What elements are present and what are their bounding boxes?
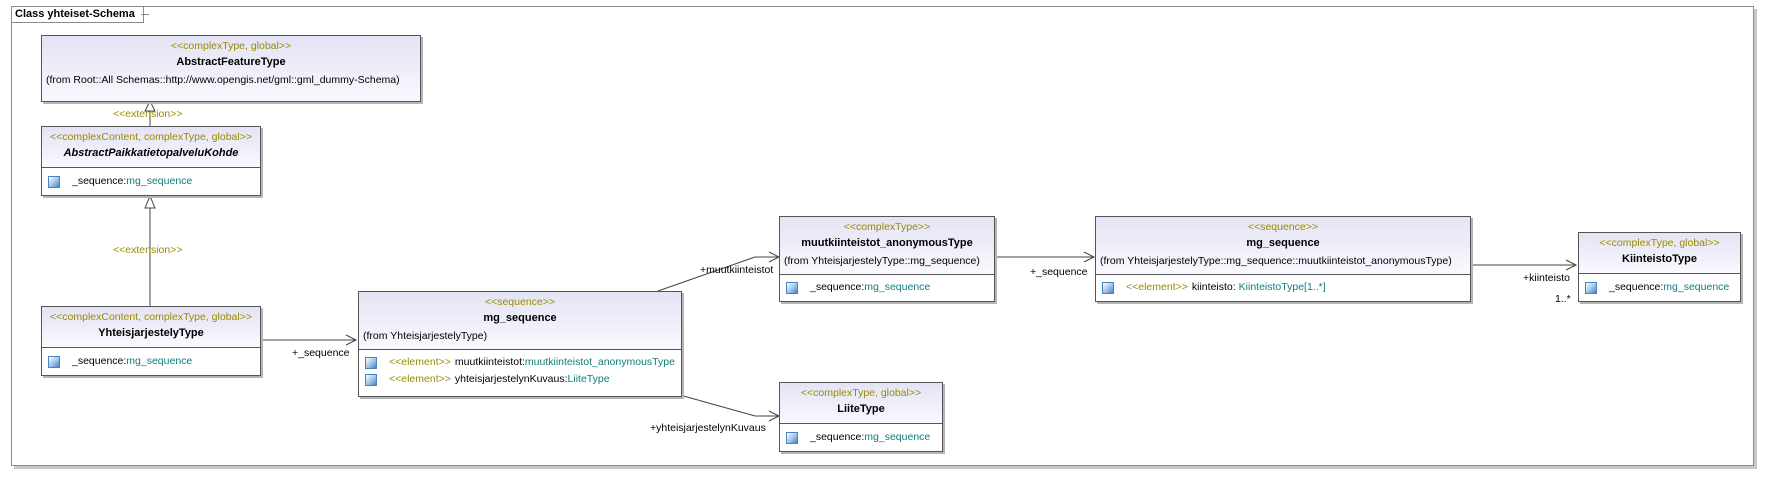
attribute-type: LiiteType [567,373,610,385]
diagram-frame-title: Class yhteiset-Schema [12,7,144,23]
class-name: LiiteType [837,403,885,415]
extension-label-mid: <<extension>> [113,244,183,256]
attribute-icon [786,281,798,294]
class-origin: (from YhteisjarjestelyType::mg_sequence) [784,255,980,267]
attribute-icon [1585,281,1597,294]
attribute-name: _sequence: [1609,281,1664,293]
stereotype-label: <<complexType, global>> [170,40,292,52]
attribute-row[interactable]: _sequence: mg_sequence [786,429,936,446]
class-mg-sequence-1[interactable]: <<sequence>> mg_sequence (from Yhteisjar… [358,291,682,397]
attribute-type: muutkiinteistot_anonymousType [524,356,675,368]
attribute-type: mg_sequence [126,355,193,367]
association-arrowhead-sequence-1 [345,334,358,346]
class-muutkiinteistot-anonymous-type[interactable]: <<complexType>> muutkiinteistot_anonymou… [779,216,995,302]
class-name: muutkiinteistot_anonymousType [801,237,973,249]
attribute-row[interactable]: <<element>> kiinteisto: KiinteistoType[1… [1102,279,1464,296]
stereotype-label: <<sequence>> [1247,221,1319,233]
class-abstract-feature-type[interactable]: <<complexType, global>> AbstractFeatureT… [41,35,421,102]
generalization-arrowhead-mid [144,194,156,209]
role-label-muutkiinteistot: +muutkiinteistot [700,264,774,276]
attribute-name: _sequence: [810,431,865,443]
association-arrowhead-kiinteisto [1565,259,1578,271]
attribute-row[interactable]: _sequence: mg_sequence [786,279,988,296]
attribute-icon [1102,281,1114,294]
attribute-name: _sequence: [72,355,127,367]
stereotype-label: <<sequence>> [484,296,556,308]
attribute-row[interactable]: _sequence: mg_sequence [48,173,254,190]
attribute-name: muutkiinteistot: [454,356,525,368]
attribute-row[interactable]: _sequence: mg_sequence [1585,279,1734,296]
class-yhteisjarjestely-type[interactable]: <<complexContent, complexType, global>> … [41,306,261,376]
attribute-row[interactable]: <<element>> muutkiinteistot: muutkiintei… [365,354,675,371]
attribute-icon [786,431,798,444]
attribute-type: mg_sequence [864,431,931,443]
attribute-icon [48,355,60,368]
attribute-icon [365,356,377,369]
association-arrowhead-sequence-2 [1083,251,1096,263]
role-label-sequence-2: +_sequence [1030,266,1088,278]
stereotype-label: <<complexType, global>> [800,387,922,399]
class-liite-type[interactable]: <<complexType, global>> LiiteType _seque… [779,382,943,452]
multiplicity-label-kiinteisto: 1..* [1555,293,1571,305]
role-label-yhteisjarjestelynkuvaus: +yhteisjarjestelynKuvaus [650,422,766,434]
class-abstract-paikkatietopalvelu-kohde[interactable]: <<complexContent, complexType, global>> … [41,126,261,196]
class-origin: (from Root::All Schemas::http://www.open… [46,74,400,86]
class-name: YhteisjarjestelyType [98,327,204,339]
class-name: KiinteistoType [1622,253,1697,265]
attribute-name: _sequence: [810,281,865,293]
class-kiinteisto-type[interactable]: <<complexType, global>> KiinteistoType _… [1578,232,1741,302]
stereotype-label: <<complexContent, complexType, global>> [50,131,252,143]
class-name: mg_sequence [1246,237,1320,249]
attribute-name: yhteisjarjestelynKuvaus: [454,373,568,385]
attribute-stereotype: <<element>> [389,373,451,385]
stereotype-label: <<complexContent, complexType, global>> [50,311,252,323]
attribute-icon [48,175,60,188]
generalization-arrowhead-top [144,99,156,112]
attribute-type: mg_sequence [126,175,193,187]
stereotype-label: <<complexType, global>> [1599,237,1720,249]
class-origin: (from YhteisjarjestelyType::mg_sequence:… [1100,255,1452,267]
class-origin: (from YhteisjarjestelyType) [363,330,488,342]
attribute-type: KiinteistoType[1..*] [1238,281,1326,293]
association-line-liite [679,394,779,417]
attribute-icon [365,373,377,386]
class-name: AbstractFeatureType [176,56,286,68]
class-mg-sequence-2[interactable]: <<sequence>> mg_sequence (from Yhteisjar… [1095,216,1471,302]
role-label-kiinteisto: +kiinteisto [1523,272,1570,284]
attribute-stereotype: <<element>> [1126,281,1188,293]
association-line-muutkiinteistot [657,256,779,292]
attribute-name: kiinteisto: [1191,281,1236,293]
extension-label-top: <<extension>> [113,108,183,120]
class-name: AbstractPaikkatietopalveluKohde [63,147,239,159]
attribute-type: mg_sequence [1663,281,1730,293]
attribute-row[interactable]: <<element>> yhteisjarjestelynKuvaus: Lii… [365,371,675,388]
class-name: mg_sequence [483,312,557,324]
stereotype-label: <<complexType>> [843,221,931,233]
attribute-row[interactable]: _sequence: mg_sequence [48,353,254,370]
attribute-stereotype: <<element>> [389,356,451,368]
attribute-name: _sequence: [72,175,127,187]
attribute-type: mg_sequence [864,281,931,293]
role-label-sequence-1: +_sequence [292,347,350,359]
